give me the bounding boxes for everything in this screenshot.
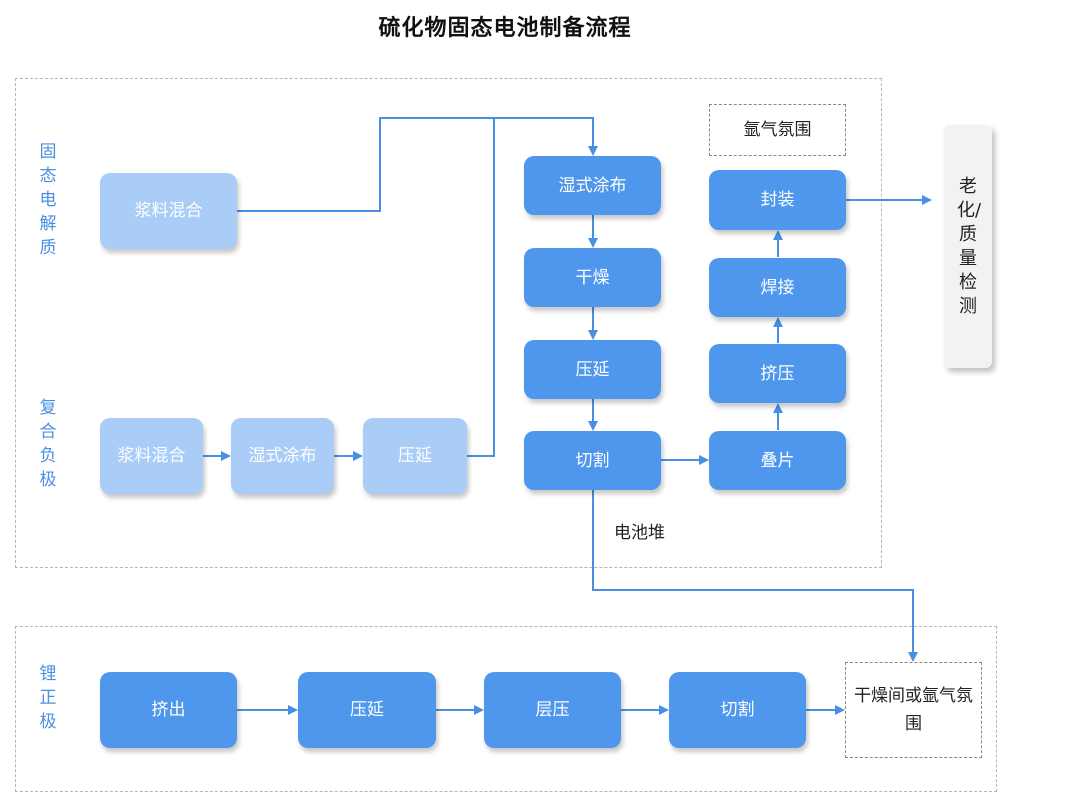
laminating-box: 叠片 — [709, 431, 846, 490]
battery-stack-label: 电池堆 — [614, 523, 665, 543]
cathode-cutting-box: 切割 — [669, 672, 806, 748]
section-label-solid-electrolyte: 固态电解质 — [39, 142, 57, 258]
anode-slurry-mix-box: 浆料混合 — [100, 418, 203, 494]
stack-cutting-box: 切割 — [524, 431, 661, 490]
connector-stack-to-room — [592, 490, 918, 662]
connector-anode-to-coat — [467, 118, 495, 457]
electrolyte-slurry-mix-box: 浆料混合 — [100, 173, 237, 249]
dry-room-or-argon-box: 干燥间或氩气氛围 — [845, 662, 982, 758]
packaging-box: 封装 — [709, 170, 846, 230]
diagram-title: 硫化物固态电池制备流程 — [378, 16, 632, 41]
region-cathode — [15, 626, 997, 792]
squeezing-box: 挤压 — [709, 344, 846, 403]
section-label-lithium-cathode: 锂正极 — [39, 664, 57, 732]
stack-wet-coating-box: 湿式涂布 — [524, 156, 661, 215]
anode-calendering-box: 压延 — [363, 418, 467, 494]
cathode-extrusion-box: 挤出 — [100, 672, 237, 748]
anode-wet-coating-box: 湿式涂布 — [231, 418, 334, 494]
cathode-laminating-box: 层压 — [484, 672, 621, 748]
stack-calendering-box: 压延 — [524, 340, 661, 399]
aging-quality-test-box: 老化/质量检测 — [944, 125, 992, 368]
argon-atmosphere-box: 氩气氛围 — [709, 104, 846, 156]
region-main — [15, 78, 882, 568]
connector-electrolyte-to-coat — [237, 117, 598, 212]
section-label-composite-anode: 复合负极 — [39, 398, 57, 490]
aging-quality-test-label: 老化/质量检测 — [957, 175, 982, 317]
cathode-calendering-box: 压延 — [298, 672, 436, 748]
welding-box: 焊接 — [709, 258, 846, 317]
stack-drying-box: 干燥 — [524, 248, 661, 307]
